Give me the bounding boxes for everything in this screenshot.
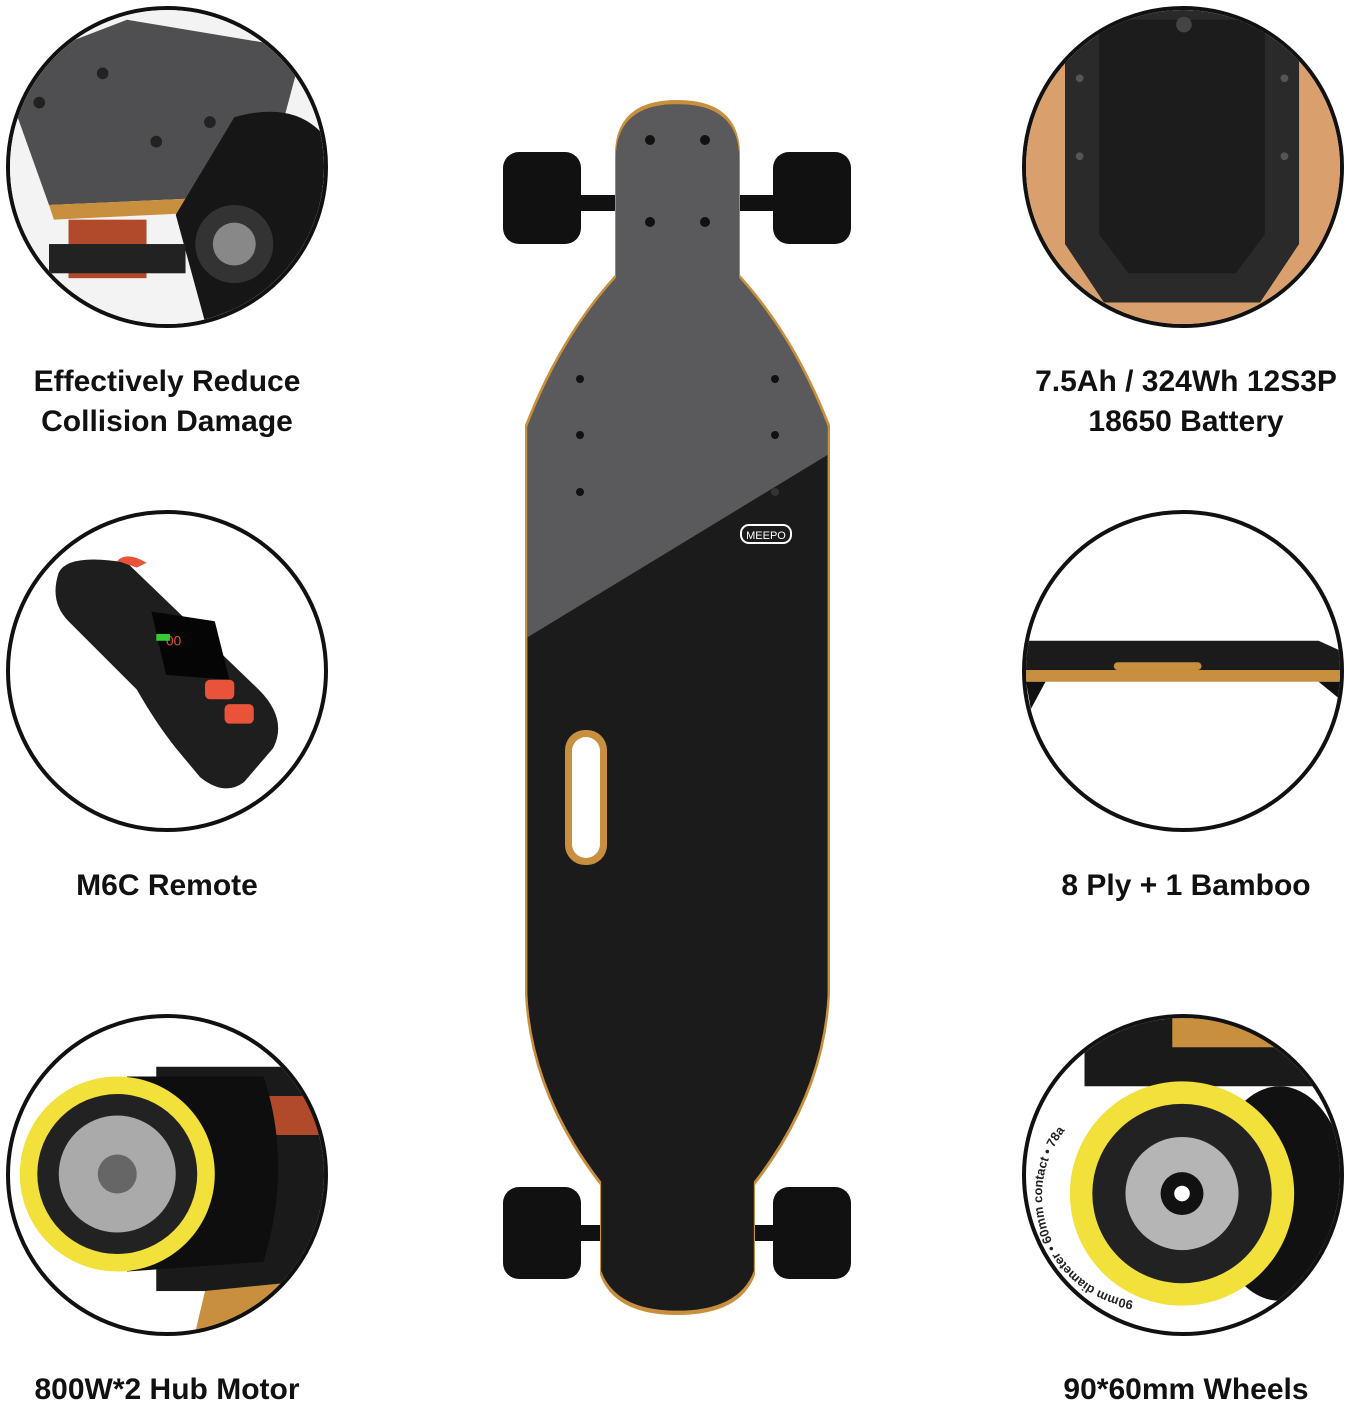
label-line: 7.5Ah / 324Wh 12S3P [1035, 365, 1337, 398]
meepo-logo-text: MEEPO [746, 530, 786, 542]
hub-motor-image [6, 1014, 328, 1336]
feature-label-motor: 800W*2 Hub Motor [0, 1370, 337, 1410]
skateboard-image: MEEPO [503, 100, 851, 1315]
rear-wheels [503, 1187, 851, 1279]
battery-image [1022, 6, 1344, 328]
label-line: 800W*2 Hub Motor [34, 1373, 300, 1406]
feature-label-bumper: Effectively Reduce Collision Damage [0, 362, 337, 442]
label-line: 8 Ply + 1 Bamboo [1061, 869, 1311, 902]
label-line: M6C Remote [76, 869, 258, 902]
label-line: Collision Damage [41, 405, 293, 438]
deck-ply-image [1022, 510, 1344, 832]
remote-image: 00 [6, 510, 328, 832]
feature-label-wheels: 90*60mm Wheels [1016, 1370, 1356, 1410]
feature-label-battery: 7.5Ah / 324Wh 12S3P 18650 Battery [1016, 362, 1356, 442]
label-line: Effectively Reduce [33, 365, 301, 398]
label-line: 90*60mm Wheels [1063, 1373, 1309, 1406]
label-line: 18650 Battery [1088, 405, 1284, 438]
wheel-image: 90mm diameter • 60mm contact • 78a [1022, 1014, 1344, 1336]
bumper-closeup-image [6, 6, 328, 328]
meepo-logo [740, 524, 792, 544]
feature-label-remote: M6C Remote [0, 866, 337, 906]
feature-label-ply: 8 Ply + 1 Bamboo [1016, 866, 1356, 906]
